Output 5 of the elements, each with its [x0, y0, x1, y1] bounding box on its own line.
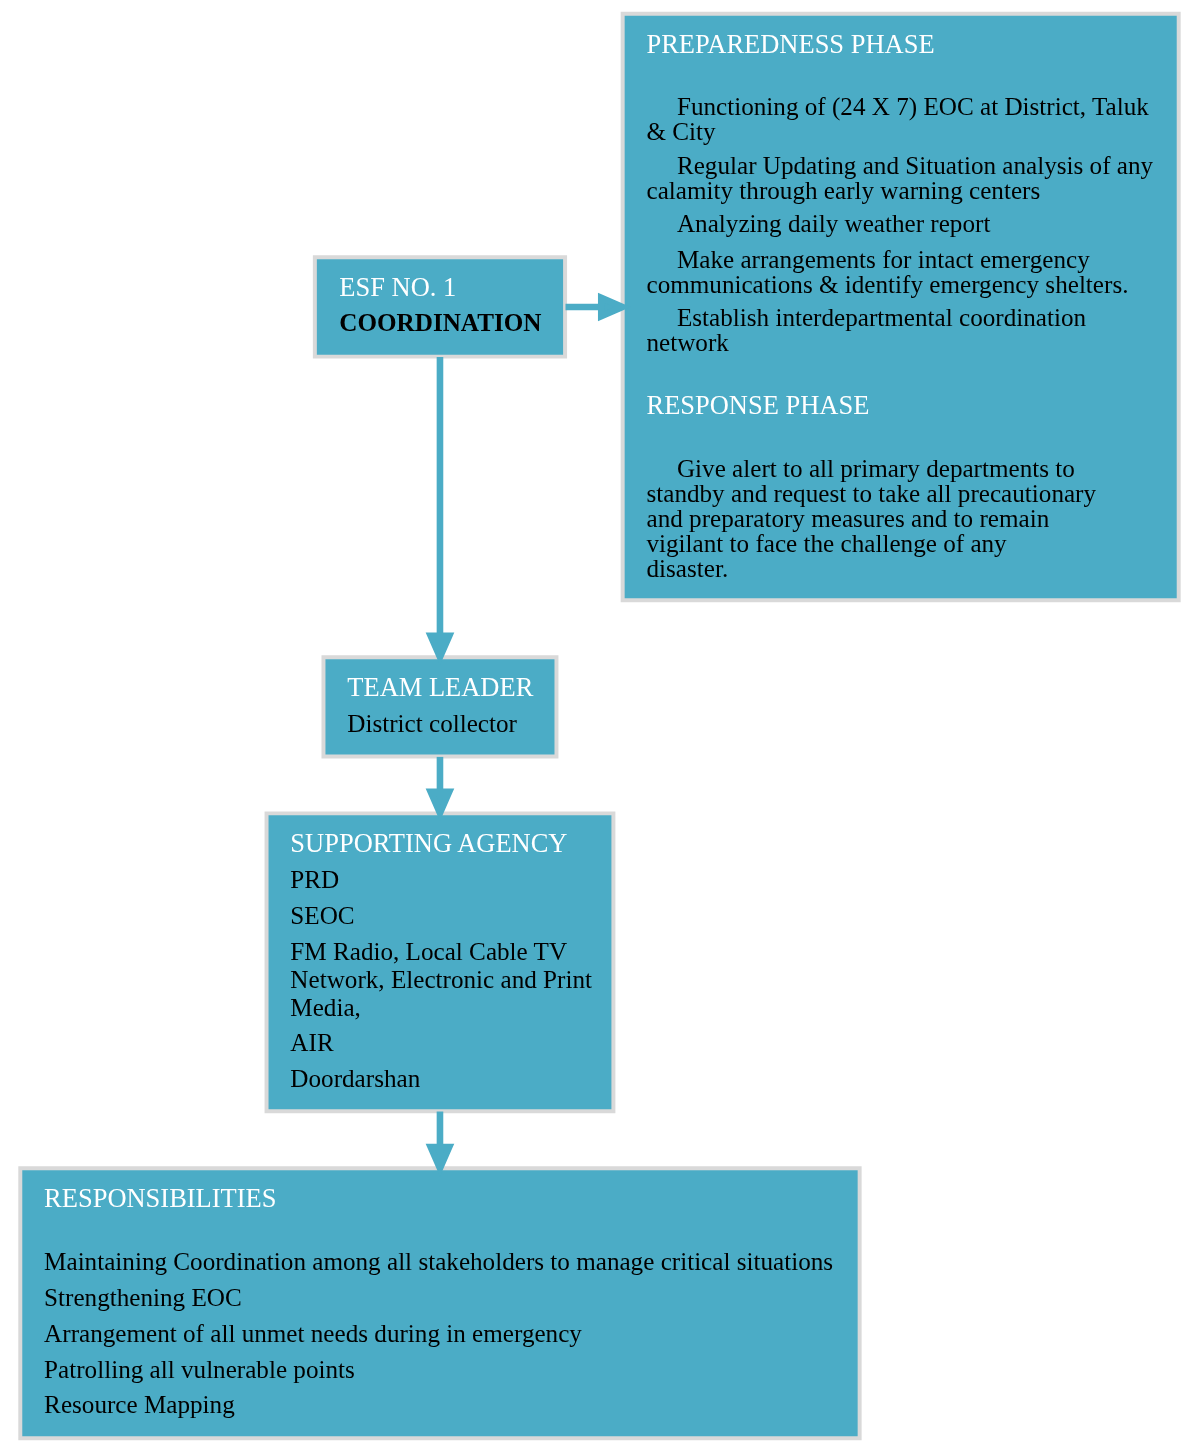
node-box: TEAM LEADER District collector — [321, 655, 559, 759]
node-box: PREPAREDNESS PHASE Functioning of (24 X 7) EOC at District, Taluk & City Regular Updating and Situation analysis of any calamity through early warning centers Analyzing daily weather report Make arrangements for intact emergency communications & identify emergency shelters. Establish interdepartmental coordination network RESPONSE PHASE Give alert to all primary departments to standby and request to take all precautionary and preparatory measures and to remain vigilant to face the challenge of any disaster. — [620, 11, 1181, 603]
node-box: RESPONSIBILITIES Maintaining Coordination among all stakeholders to manage critical situations Strengthening EOC Arrangement of all unmet needs during in emergency Patrolling all vulnerable points Resource Mapping — [18, 1166, 862, 1441]
node-box: SUPPORTING AGENCY PRD SEOC FM Radio, Local Cable TV Network, Electronic and Print Media, AIR Doordarshan — [264, 811, 616, 1114]
node-box: ESF NO. 1 COORDINATION — [312, 255, 568, 359]
